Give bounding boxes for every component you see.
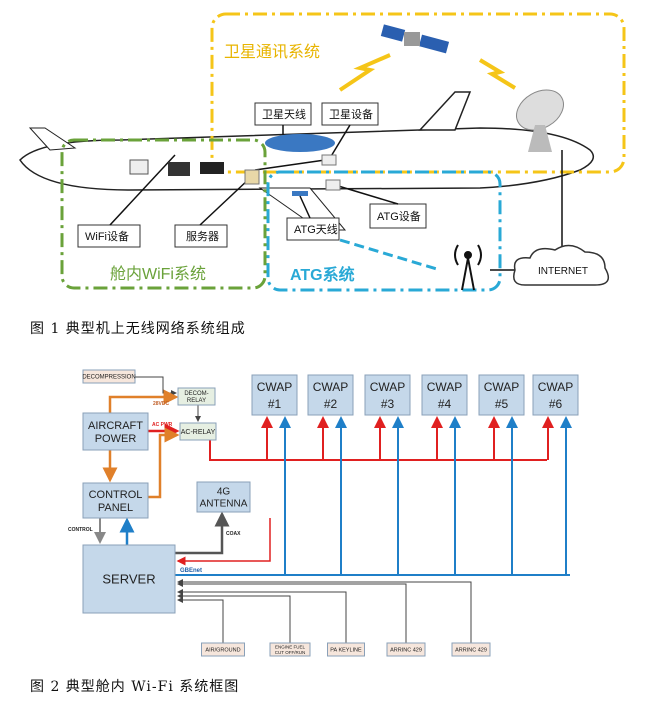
cwap-number: #6 <box>549 397 563 411</box>
figure-1-caption: 图 1 典型机上无线网络系统组成 <box>30 321 246 337</box>
cwap-number: #4 <box>438 397 452 411</box>
decom-relay-box <box>177 387 216 406</box>
ac-relay-box <box>179 422 217 441</box>
input-box-3-label: ARRINC 429 <box>390 647 422 653</box>
atg-antenna-label: ATG天线 <box>294 222 338 236</box>
dc-line <box>108 389 179 413</box>
satellite-antenna-dome <box>265 134 335 152</box>
atg-system-boundary <box>266 170 502 292</box>
atg-equipment-label: ATG设备 <box>377 209 421 223</box>
decompression-box <box>82 369 136 384</box>
figure-1-network-diagram: 卫星通讯系统 舱内WiFi系统 ATG系统 卫星天线 卫星设备 ATG设备 AT… <box>19 12 626 292</box>
cwap-name: CWAP <box>484 380 520 394</box>
input-box-0 <box>201 642 245 657</box>
input-line <box>177 593 291 643</box>
decom-relay-box-label: RELAY <box>187 398 206 404</box>
atg-antenna-shape <box>292 191 308 196</box>
server-box-label: SERVER <box>102 572 155 587</box>
input-box-1-label: CUT OFF/RUN <box>275 650 305 655</box>
cwap-number: #1 <box>268 397 282 411</box>
input-box-1-label: ENGINE FUEL <box>275 644 306 649</box>
sat-antenna-label: 卫星天线 <box>262 107 306 121</box>
4g-antenna-box-label: 4G <box>217 487 231 498</box>
airplane-illustration <box>19 91 595 231</box>
decompression-box <box>82 369 136 384</box>
devices-icon <box>129 154 341 191</box>
cwap-name: CWAP <box>538 380 574 394</box>
decom-relay-box-label: DECOM- <box>184 391 208 397</box>
input-box-4 <box>451 642 491 657</box>
cwap-box <box>532 374 579 416</box>
router-icon <box>321 154 337 166</box>
cwap-number: #3 <box>381 397 395 411</box>
server-box <box>82 544 176 614</box>
coax-label: COAX <box>226 531 241 537</box>
figure-2-caption: 图 2 典型舱内 Wi-Fi 系统框图 <box>30 679 240 695</box>
internet-label: INTERNET <box>538 266 588 277</box>
aircraft-power-box <box>82 412 149 451</box>
input-box-0-label: AIR/GROUND <box>205 647 240 653</box>
ac-relay-box-label: AC-RELAY <box>181 429 216 436</box>
decompression-line <box>135 376 177 396</box>
4g-antenna-box-label: ANTENNA <box>200 499 248 510</box>
aircraft-power-box-label: AIRCRAFT <box>88 420 143 432</box>
input-box-2-label: PA KEYLINE <box>330 647 362 653</box>
satellite-system-label: 卫星通讯系统 <box>224 43 320 61</box>
input-box-3 <box>386 642 426 657</box>
server-icon <box>244 169 260 185</box>
cwap-name: CWAP <box>370 380 406 394</box>
aircraft-power-box-label: POWER <box>95 433 137 445</box>
satellite-dish-icon <box>516 89 564 152</box>
input-line <box>177 581 407 643</box>
input-box-2 <box>327 642 365 657</box>
cabin-wifi-label: 舱内WiFi系统 <box>110 265 206 283</box>
input-box-4-label: ARRINC 429 <box>455 647 487 653</box>
input-line <box>177 589 347 643</box>
internet-cloud-icon: INTERNET <box>513 244 610 286</box>
control-label: CONTROL <box>68 527 93 533</box>
router-icon <box>325 179 341 191</box>
control-panel-box <box>82 482 149 519</box>
control-panel-box-label: CONTROL <box>89 489 143 501</box>
input-line <box>177 597 224 643</box>
4g-antenna-box <box>196 481 251 513</box>
cwap-number: #5 <box>495 397 509 411</box>
ac-distribution-bus <box>209 440 547 461</box>
cell-tower-icon <box>454 244 482 291</box>
input-box-1 <box>269 642 311 657</box>
cwap-box <box>364 374 411 416</box>
connector <box>176 518 271 566</box>
cwap-number: #2 <box>324 397 338 411</box>
cwap-box <box>478 374 525 416</box>
cwap-name: CWAP <box>427 380 463 394</box>
input-line <box>177 579 472 643</box>
coax-line <box>175 511 230 555</box>
connection-lines <box>109 124 563 255</box>
control-panel-box-label: PANEL <box>98 502 133 514</box>
ac-pwr-label: AC PWR <box>152 422 173 428</box>
lightning-icon <box>338 53 391 92</box>
lightning-icon <box>478 58 517 90</box>
cwap-name: CWAP <box>257 380 293 394</box>
connector <box>148 427 180 499</box>
satellite-icon <box>380 24 450 54</box>
atg-system-label: ATG系统 <box>290 265 355 284</box>
decompression-box-label: DECOMPRESSION <box>82 375 135 381</box>
server-label: 服务器 <box>186 230 219 243</box>
sat-equipment-label: 卫星设备 <box>329 107 373 121</box>
cwap-box <box>251 374 298 416</box>
cwap-name: CWAP <box>313 380 349 394</box>
28vdc-label: 28VDC <box>153 401 170 407</box>
cwap-box <box>421 374 468 416</box>
wifi-equipment-label: WiFi设备 <box>85 229 129 243</box>
gbenet-label: GBEnet <box>180 568 202 574</box>
cabin-wifi-boundary <box>60 138 267 290</box>
cwap-box <box>307 374 354 416</box>
